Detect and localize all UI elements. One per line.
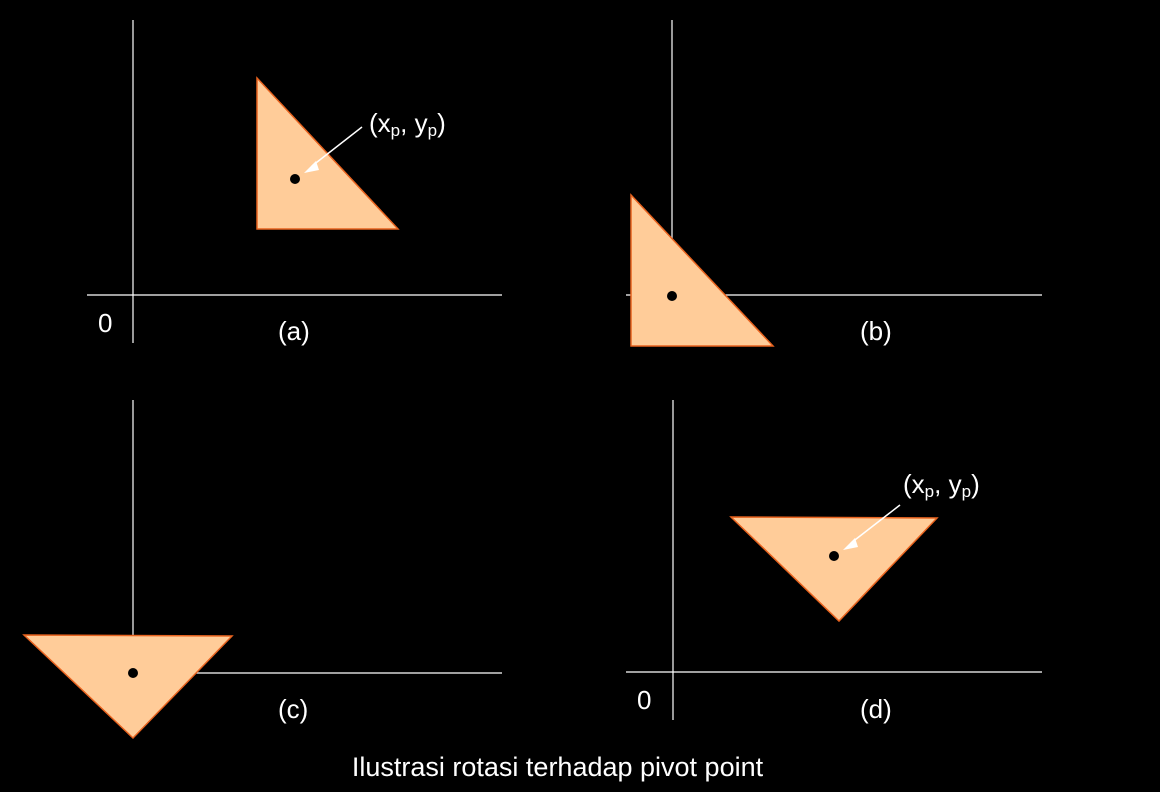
panel-d-triangle xyxy=(729,516,939,623)
panel-a-origin-label: 0 xyxy=(98,308,112,338)
panel-b-triangle xyxy=(630,193,775,347)
panel-c-pivot-point xyxy=(128,668,138,678)
panel-b-pivot-point xyxy=(667,291,677,301)
panel-b-label: (b) xyxy=(860,316,892,346)
panel-c-triangle xyxy=(22,634,234,740)
panel-c-label: (c) xyxy=(278,694,308,724)
diagram-caption: Ilustrasi rotasi terhadap pivot point xyxy=(351,752,764,782)
panel-a-pivot-arrow xyxy=(304,126,363,173)
panel-d: (xp, yp) 0 (d) xyxy=(626,400,1042,724)
panel-d-pivot-label: (xp, yp) xyxy=(903,469,980,501)
panel-d-origin-label: 0 xyxy=(637,685,651,715)
panel-d-label: (d) xyxy=(860,694,892,724)
panel-d-pivot-arrow xyxy=(843,504,901,550)
panel-a-pivot-label: (xp, yp) xyxy=(369,108,446,140)
panel-b: (b) xyxy=(626,20,1042,347)
panel-a-pivot-point xyxy=(290,174,300,184)
panel-a-label: (a) xyxy=(278,316,310,346)
panel-a: (xp, yp) 0 (a) xyxy=(87,20,502,346)
panel-d-pivot-point xyxy=(829,551,839,561)
panel-c: (c) xyxy=(22,400,502,740)
